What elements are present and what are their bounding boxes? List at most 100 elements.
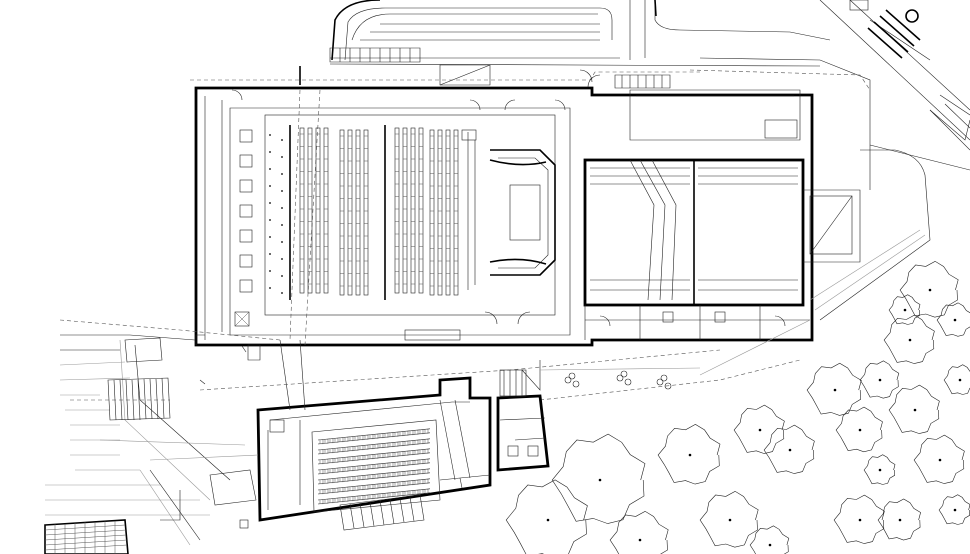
tree-trunk bbox=[758, 428, 762, 432]
seat-icon bbox=[414, 450, 419, 455]
seat-icon bbox=[424, 489, 429, 494]
column-dot bbox=[281, 190, 283, 192]
tree-trunk bbox=[833, 388, 837, 392]
seat-icon bbox=[369, 484, 374, 490]
seat-icon bbox=[399, 441, 404, 447]
seat-icon bbox=[419, 479, 424, 485]
auditorium-side-bays bbox=[234, 129, 253, 327]
seat-icon bbox=[379, 443, 384, 449]
seat-icon bbox=[359, 445, 364, 451]
hatched-paving bbox=[44, 519, 129, 554]
seat-icon bbox=[344, 457, 349, 462]
seat-icon bbox=[424, 449, 429, 454]
studio-floor-boundary bbox=[311, 419, 441, 513]
seat-icon bbox=[354, 436, 359, 441]
tree-trunk bbox=[898, 518, 902, 522]
seat-icon bbox=[359, 495, 364, 501]
seat-icon bbox=[354, 456, 359, 461]
column-dot bbox=[269, 253, 271, 255]
seat-icon bbox=[389, 452, 394, 458]
seat-column bbox=[437, 129, 443, 296]
seat-icon bbox=[359, 455, 364, 461]
seat-column bbox=[402, 127, 408, 294]
seat-icon bbox=[374, 484, 379, 489]
seat-icon bbox=[349, 446, 354, 452]
tree-trunk bbox=[928, 288, 932, 292]
seat-icon bbox=[419, 429, 424, 435]
seat-icon bbox=[319, 459, 324, 465]
studio-entry-stairs bbox=[339, 494, 425, 531]
seat-icon bbox=[349, 486, 354, 492]
seat-icon bbox=[419, 489, 424, 495]
seat-column bbox=[363, 129, 369, 296]
seat-icon bbox=[384, 433, 389, 438]
tree-canopy bbox=[749, 525, 790, 554]
seat-icon bbox=[374, 444, 379, 449]
seat-icon bbox=[409, 460, 414, 466]
tree-trunk bbox=[688, 453, 692, 457]
seat-icon bbox=[359, 485, 364, 491]
seat-icon bbox=[379, 453, 384, 459]
seat-icon bbox=[349, 436, 354, 442]
seat-icon bbox=[409, 490, 414, 496]
tree-icon bbox=[733, 404, 785, 454]
seat-icon bbox=[344, 497, 349, 502]
tree-icon bbox=[551, 433, 646, 524]
seat-icon bbox=[339, 487, 344, 493]
seat-icon bbox=[414, 430, 419, 435]
seat-icon bbox=[404, 441, 409, 446]
tree-icon bbox=[699, 490, 759, 548]
door-swings-top bbox=[231, 69, 601, 111]
tree-icon bbox=[863, 454, 896, 485]
seat-icon bbox=[414, 490, 419, 495]
seat-icon bbox=[369, 474, 374, 480]
seat-icon bbox=[394, 452, 399, 457]
seat-icon bbox=[414, 470, 419, 475]
tree-canopy bbox=[806, 362, 862, 416]
access-road bbox=[329, 0, 871, 190]
tree-trunk bbox=[953, 318, 957, 322]
tree-trunk bbox=[953, 508, 957, 512]
seat-icon bbox=[324, 479, 329, 484]
tree-canopy bbox=[657, 424, 721, 485]
seat-icon bbox=[324, 499, 329, 504]
seat-icon bbox=[394, 462, 399, 467]
seat-icon bbox=[424, 479, 429, 484]
tree-canopy bbox=[733, 404, 785, 454]
tree-canopy bbox=[936, 302, 970, 337]
seat-icon bbox=[319, 479, 324, 485]
tree-trunk bbox=[908, 338, 912, 342]
tree-trunk bbox=[878, 468, 882, 472]
tree-icon bbox=[749, 525, 790, 554]
seat-icon bbox=[364, 485, 369, 490]
seat-icon bbox=[379, 463, 384, 469]
seat-icon bbox=[389, 442, 394, 448]
tree-icon bbox=[899, 260, 959, 318]
tree-trunk bbox=[768, 543, 772, 547]
seat-icon bbox=[339, 497, 344, 503]
tree-trunk bbox=[903, 308, 907, 312]
tree-canopy bbox=[863, 454, 896, 485]
column-dot bbox=[269, 134, 271, 136]
tree-canopy bbox=[833, 494, 885, 544]
seat-column bbox=[299, 127, 305, 294]
seat-icon bbox=[324, 469, 329, 474]
seat-icon bbox=[404, 461, 409, 466]
seat-icon bbox=[329, 478, 334, 484]
tree-icon bbox=[859, 360, 900, 399]
tree-icon bbox=[938, 494, 970, 525]
seat-icon bbox=[364, 465, 369, 470]
seat-icon bbox=[424, 459, 429, 464]
entry-stair bbox=[299, 47, 671, 89]
tree-canopy bbox=[835, 406, 883, 453]
seat-icon bbox=[334, 478, 339, 483]
seat-icon bbox=[329, 438, 334, 444]
seat-icon bbox=[369, 494, 374, 500]
column-dot bbox=[269, 202, 271, 204]
planting-pads bbox=[539, 367, 701, 390]
seat-icon bbox=[369, 434, 374, 440]
tree-icon bbox=[505, 479, 588, 554]
seat-icon bbox=[324, 439, 329, 444]
column-dot bbox=[269, 287, 271, 289]
seat-icon bbox=[359, 475, 364, 481]
